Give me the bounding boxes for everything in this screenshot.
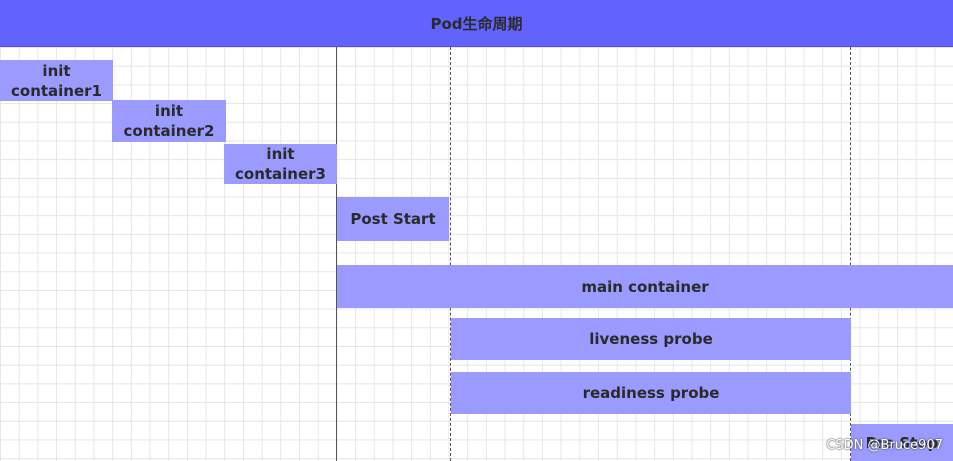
init-container3-label: init container3 [235,145,326,183]
init-container3-bar: init container3 [224,144,337,184]
probe-start-divider [450,47,451,461]
title-bar: Pod生命周期 [0,0,953,47]
main-container-label: main container [581,277,709,296]
main-container-bar: main container [337,265,953,308]
init-container2-label: init container2 [123,102,215,140]
init-container2-bar: init container2 [112,100,226,142]
init-container1-bar: init container1 [0,60,113,101]
readiness-probe-label: readiness probe [582,384,720,402]
post-start-label: Post Start [350,210,436,228]
watermark: CSDN @Bruce907 [826,438,943,453]
main-start-divider [336,47,337,461]
post-start-bar: Post Start [337,197,449,241]
pre-stop-bar: Pre Stop [851,424,953,461]
readiness-probe-bar: readiness probe [451,372,851,414]
pre-stop-label: Pre Stop [865,433,939,452]
liveness-probe-label: liveness probe [589,330,713,348]
init-container1-label: init container1 [11,61,102,100]
liveness-probe-bar: liveness probe [451,318,851,360]
diagram-title: Pod生命周期 [430,14,523,33]
probe-end-divider [850,47,851,461]
